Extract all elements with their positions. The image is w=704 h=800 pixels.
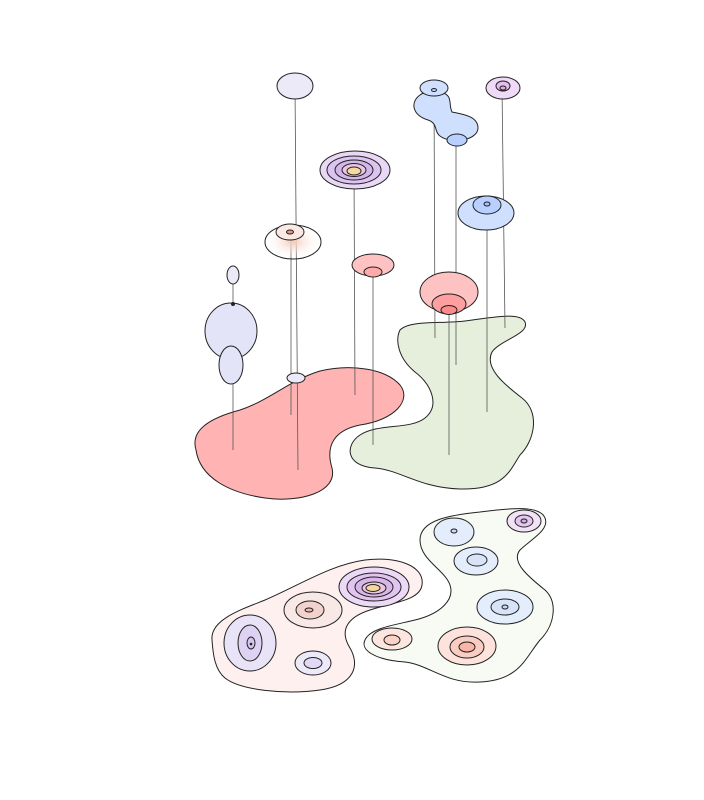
contour-pink-mid — [351, 253, 395, 278]
contour-peach-gradient — [264, 223, 322, 260]
contour-purple-small — [485, 76, 521, 100]
region-right-green — [349, 315, 535, 490]
contour-purple-peak — [319, 150, 391, 190]
pin-line — [353, 169, 356, 396]
contour-blue-right — [457, 195, 515, 231]
contour-blue-peanut — [413, 79, 479, 147]
footprint-contours-right — [371, 509, 542, 666]
pin-line — [294, 86, 299, 471]
contour-ellipse-top-lavender — [276, 72, 314, 100]
contour-pink-right — [419, 271, 479, 315]
footprint-contours-left — [223, 566, 410, 676]
region-left-pink — [194, 367, 405, 500]
contour-left-lavender — [204, 265, 258, 385]
contour-small-lavender — [286, 372, 306, 384]
